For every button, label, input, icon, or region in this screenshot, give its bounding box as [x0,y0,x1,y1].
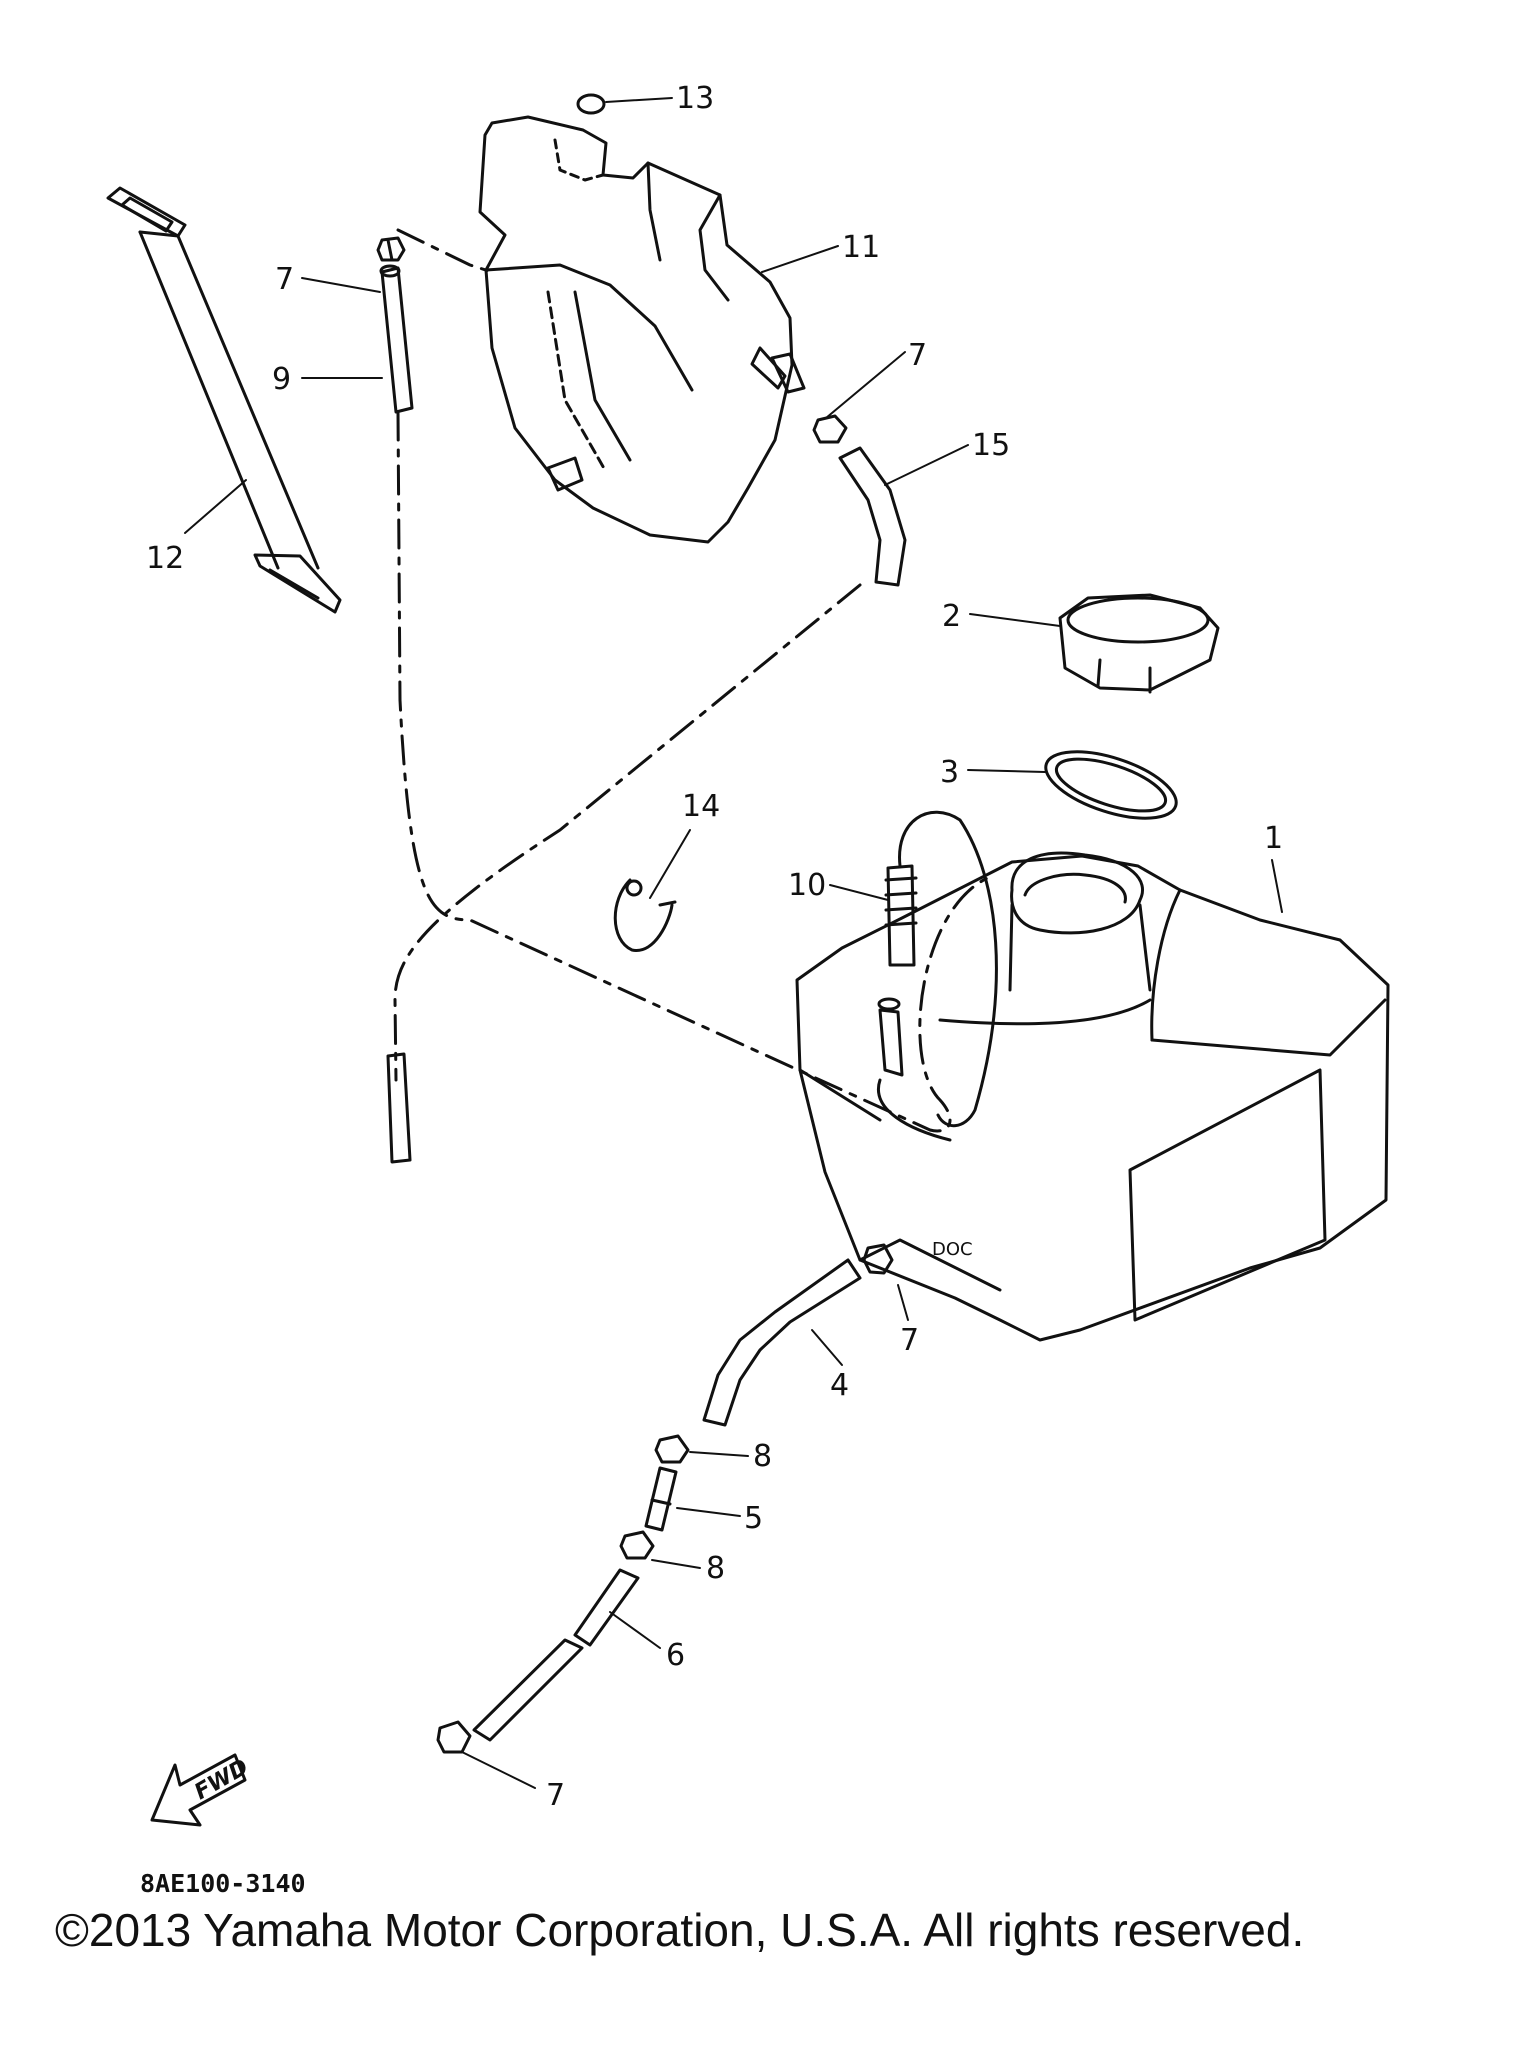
part-7-clamp-outlet [862,1243,894,1275]
callout-9: 9 [272,362,291,397]
part-1-fuel-tank: DOC [795,851,1390,1342]
part-8-clamp-upper [654,1434,690,1464]
callout-8: 8 [706,1551,725,1586]
callout-7: 7 [275,262,294,297]
diagram-code: 8AE100-3140 [140,1869,306,1898]
part-7-clamp-bottom [436,1720,472,1754]
overflow-hose-route [393,583,862,1082]
callout-7: 7 [546,1778,565,1813]
svg-text:DOC: DOC [932,1239,973,1260]
callout-labels: 13 11 7 7 9 15 12 2 3 14 1 10 7 4 8 5 8 … [146,81,1283,1813]
leader-lines [184,97,1283,1789]
part-7-clamp-top-left [376,236,406,262]
callout-7: 7 [900,1323,919,1358]
callout-4: 4 [830,1368,849,1403]
part-7-clamp-top-right [770,352,848,444]
part-9-hose [379,264,414,414]
callout-6: 6 [666,1638,685,1673]
callout-12: 12 [146,541,184,576]
part-12-strap [106,186,342,614]
part-8-clamp-lower [619,1530,655,1560]
callout-14: 14 [682,789,720,824]
callout-7: 7 [908,338,927,373]
callout-1: 1 [1264,821,1283,856]
part-2-filler-cap [1058,593,1220,694]
vent-hose-route [396,228,997,1133]
fwd-arrow [150,1753,247,1827]
hose-segment-left [386,1052,412,1164]
callout-3: 3 [940,755,959,790]
part-14-clip [613,878,677,952]
part-3-gasket [1044,750,1178,820]
callout-15: 15 [972,428,1010,463]
callout-2: 2 [942,599,961,634]
breather-hose-loop [898,810,998,1128]
part-10-breather [884,864,918,967]
part-11-reservoir-tank [478,115,794,544]
copyright-notice: ©2013 Yamaha Motor Corporation, U.S.A. A… [55,1904,1305,1956]
callout-8: 8 [753,1439,772,1474]
part-13-cap [576,93,606,115]
part-5-filter [644,1466,678,1532]
callout-5: 5 [744,1501,763,1536]
callout-11: 11 [842,230,880,265]
callout-10: 10 [788,868,826,903]
part-15-hose [838,446,907,587]
part-4-fuel-hose [702,1258,862,1427]
callout-13: 13 [676,81,714,116]
part-6-fuel-hose-lower [472,1568,640,1742]
